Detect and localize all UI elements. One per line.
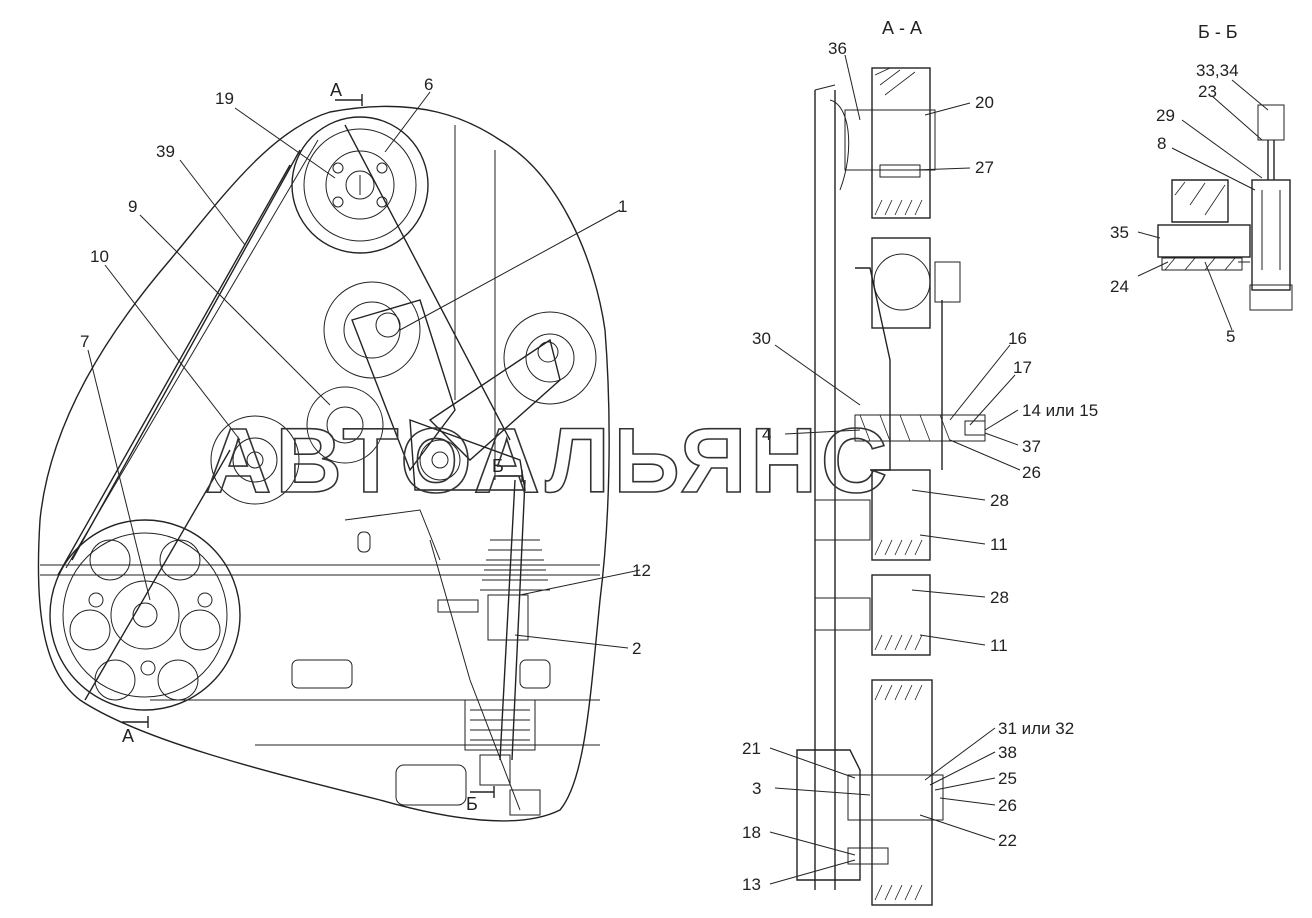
callout-10: 10 (90, 247, 109, 266)
callout-36: 36 (828, 39, 847, 58)
callout-35: 35 (1110, 223, 1129, 242)
callout-19: 19 (215, 89, 234, 108)
cut-label-a-bottom: А (122, 726, 134, 746)
cut-label-b-bottom: Б (466, 794, 478, 814)
callouts-main: 19 6 39 9 10 1 7 12 2 (80, 75, 651, 658)
section-a-a-title: А - А (882, 18, 922, 38)
drive-belt (57, 124, 511, 701)
callout-33-34: 33,34 (1196, 61, 1239, 80)
callout-3: 3 (752, 779, 761, 798)
callout-27: 27 (975, 158, 994, 177)
callout-12: 12 (632, 561, 651, 580)
callout-11-lower: 11 (990, 636, 1008, 655)
callout-4: 4 (762, 425, 771, 444)
callout-16: 16 (1008, 329, 1027, 348)
section-b-b-title: Б - Б (1198, 22, 1238, 42)
callout-31-or-32: 31 или 32 (998, 719, 1074, 738)
callout-28-lower: 28 (990, 588, 1009, 607)
cut-label-a-top: А (330, 80, 342, 100)
housing-outline (37, 105, 610, 822)
callout-28-upper: 28 (990, 491, 1009, 510)
main-view: А А Б Б (37, 80, 610, 822)
callout-1: 1 (618, 197, 627, 216)
callout-14-or-15: 14 или 15 (1022, 401, 1098, 420)
callout-6: 6 (424, 75, 433, 94)
callout-17: 17 (1013, 358, 1032, 377)
callout-30: 30 (752, 329, 771, 348)
callout-20: 20 (975, 93, 994, 112)
callout-2: 2 (632, 639, 641, 658)
callout-39: 39 (156, 142, 175, 161)
tensioner-rod (429, 479, 550, 816)
leader-lines-aa (769, 54, 1021, 885)
callout-8: 8 (1157, 134, 1166, 153)
callout-21: 21 (742, 739, 761, 758)
callout-23: 23 (1198, 82, 1217, 101)
callout-29: 29 (1156, 106, 1175, 125)
callout-26-upper: 26 (1022, 463, 1041, 482)
cut-label-b-right: Б (492, 456, 504, 476)
section-a-a: А - А (796, 18, 986, 906)
callout-5: 5 (1226, 327, 1235, 346)
callout-37: 37 (1022, 437, 1041, 456)
callout-13: 13 (742, 875, 761, 894)
leader-lines-bb (1137, 79, 1269, 331)
callout-18: 18 (742, 823, 761, 842)
callouts-aa: 36 20 27 30 16 17 14 или 15 4 37 26 28 1… (742, 39, 1098, 894)
callout-9: 9 (128, 197, 137, 216)
callouts-bb: 33,34 23 29 8 35 24 5 (1110, 61, 1239, 346)
watermark-text: АВТОАЛЬЯНС (205, 410, 891, 512)
callout-7: 7 (80, 332, 89, 351)
callout-38: 38 (998, 743, 1017, 762)
pulley-large (49, 519, 241, 711)
callout-25: 25 (998, 769, 1017, 788)
callout-11-upper: 11 (990, 535, 1008, 554)
pulley-top (291, 116, 429, 254)
callout-26-lower: 26 (998, 796, 1017, 815)
section-b-b: Б - Б (1157, 22, 1293, 311)
callout-24: 24 (1110, 277, 1129, 296)
leader-lines-main (87, 91, 641, 649)
callout-22: 22 (998, 831, 1017, 850)
